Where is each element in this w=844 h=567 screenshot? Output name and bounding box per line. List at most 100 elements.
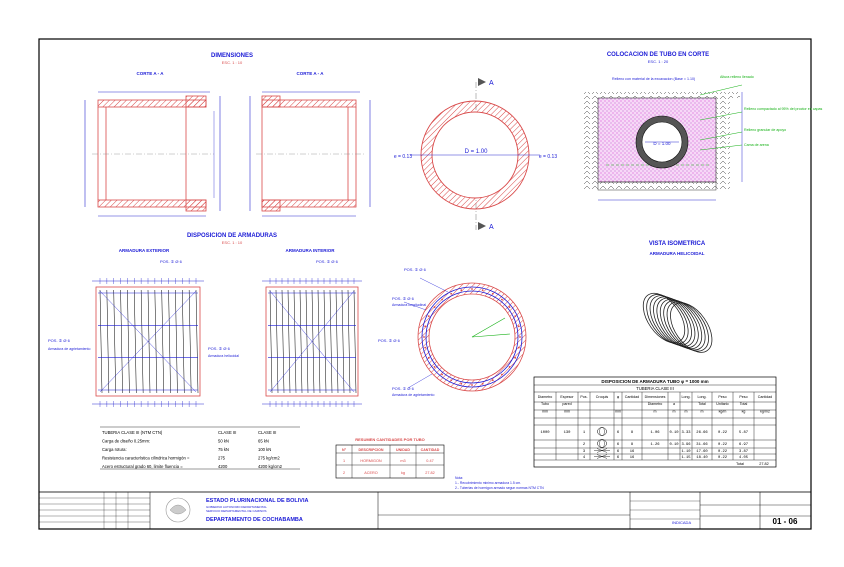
outer-helix-bar [113, 289, 116, 394]
helix-turn [646, 294, 689, 345]
pos1-label-ring: POS. ① Ø 6 [404, 267, 427, 272]
rebar-cell: 16 [630, 450, 635, 454]
rebar-cell: 1.15 [681, 456, 691, 460]
institution-name: ESTADO PLURINACIONAL DE BOLIVIA [206, 498, 308, 504]
iso-subtitle: ARMADURA HELICOIDAL [649, 251, 704, 256]
rebar-header-cell: mm [564, 409, 570, 413]
ring-bar-dot [517, 325, 520, 328]
inner-helix-bar [341, 289, 345, 394]
ring-bar-dot [427, 315, 430, 318]
inner-helix-bar [305, 289, 309, 394]
placement-title: COLOCACION DE TUBO EN CORTE [607, 52, 709, 58]
ring-bar-dot [433, 306, 436, 308]
bed-note: Cama de arena [744, 143, 769, 147]
helical-isometric [642, 292, 713, 353]
bar-sketch-icon [594, 454, 610, 459]
rebar-cell: 26.66 [696, 431, 708, 435]
rebar-header-cell: m [685, 409, 688, 413]
rebar-cell: 8 [631, 431, 634, 435]
ring-bar-dot [460, 289, 463, 292]
helix-turn [649, 295, 692, 346]
outer-helix-bar [127, 289, 130, 394]
rebar-header-cell: Long. [682, 395, 691, 399]
helix-sketch-icon [597, 427, 607, 436]
inner-helix-bar [347, 289, 351, 394]
rebar-header-cell: Peso [718, 395, 726, 399]
rebar-cell: 1.06 [650, 431, 660, 435]
rebar-header-cell: mm [542, 409, 548, 413]
rebar-header-cell: Unitario [716, 402, 728, 406]
rebar-cell: 31.66 [696, 443, 708, 447]
inner-helix-bar [275, 289, 279, 394]
helix-turn [653, 296, 696, 347]
seal-icon [165, 497, 191, 523]
rebar-total-value: 27.82 [759, 462, 769, 466]
inner-helix-bar [335, 289, 339, 394]
outer-caption: Armadura de agrietamiento [48, 347, 90, 351]
class-row-value-a: 275 [218, 456, 226, 461]
rebar-header-cell: Dimensiones [645, 395, 666, 399]
helix-turn [656, 297, 699, 348]
rebar-cell: 3.87 [739, 450, 748, 454]
side-fill-note: Relleno compactado al 95% del proctor en… [744, 107, 823, 111]
reinforcement-title: DISPOSICION DE ARMADURAS [187, 233, 277, 239]
qty-header-cell: N° [342, 448, 347, 452]
rebar-cell: 4.05 [739, 456, 749, 460]
ring-bar-dot [427, 356, 430, 359]
rebar-table-frame [533, 376, 777, 468]
section-arrow-bottom-icon [478, 222, 486, 230]
qty-cell: ACERO [364, 471, 378, 475]
reinforced-ring [403, 277, 527, 392]
outer-helix-bar [161, 289, 164, 394]
cut-b-label: CORTE A - A [297, 71, 325, 76]
rebar-header-cell: Espesor [560, 395, 574, 399]
fill-label: Relleno con material de la excavacion (B… [612, 77, 695, 81]
pos1-label-inner: POS. ① Ø 6 [316, 259, 339, 264]
rebar-header-cell: Diametro [648, 402, 663, 406]
rebar-header-cell: Cantidad [758, 395, 772, 399]
rebar-table-title: DISPOSICION DE ARMADURA TUBO φ = 1000 mm [601, 379, 708, 384]
outer-helix-bar [175, 289, 178, 394]
ring-bar-dot [481, 289, 484, 292]
rebar-cell: 0.22 [718, 443, 728, 447]
helix-turn [666, 301, 709, 352]
rebar-header-cell: φ [617, 395, 620, 399]
outer-helix-bar [99, 289, 103, 394]
rebar-header-cell: pared [562, 402, 571, 406]
section-arrow-label-bottom: A [489, 224, 494, 231]
ring-bar-dot [514, 315, 517, 318]
helix-sketch-inner-icon [599, 439, 605, 448]
ring-bar-dot [460, 382, 463, 385]
inner-helix-bar [287, 289, 291, 394]
ring-bar-dot [514, 356, 517, 359]
rebar-cell: 0.22 [718, 431, 728, 435]
rebar-cell: 6 [617, 450, 620, 454]
qty-cell: 0.47 [426, 459, 433, 463]
placement-scale: ESC. 1 : 20 [648, 59, 669, 64]
inner-helix-bar [353, 289, 357, 394]
inner-helix-bar [269, 289, 273, 394]
rebar-cell: 3.33 [681, 431, 691, 435]
iso-title: VISTA ISOMETRICA [649, 241, 706, 247]
note-line: 1.- Recubrimiento minimo armadura 1.5 cm… [455, 481, 521, 485]
longitudinal-caption: Armadura longitudinal [392, 303, 426, 307]
qty-cell: 2 [343, 471, 345, 475]
rebar-header-cell: Cantidad [625, 395, 639, 399]
wall-thickness-right: e = 0.13 [539, 154, 557, 160]
outer-helix-bar [147, 289, 151, 394]
rebar-header-cell: kg/m [719, 409, 727, 413]
class-row-value-b: 65 kN [258, 439, 269, 444]
helix-turn [642, 292, 686, 344]
class-row-label: Resistencia característica cilindrica ho… [102, 456, 190, 461]
rebar-cell: 0.22 [718, 450, 728, 454]
qty-header-cell: CANTIDAD [421, 448, 440, 452]
qty-cell: 1 [343, 459, 345, 463]
rebar-header-cell: Pos. [580, 395, 587, 399]
outer-helix-bar [195, 289, 199, 394]
qty-cell: kg [401, 471, 405, 475]
helix-turn [663, 300, 706, 351]
inner-diameter-label: D = 1.00 [465, 149, 489, 155]
class-row-value-a: 50 kN [218, 439, 229, 444]
